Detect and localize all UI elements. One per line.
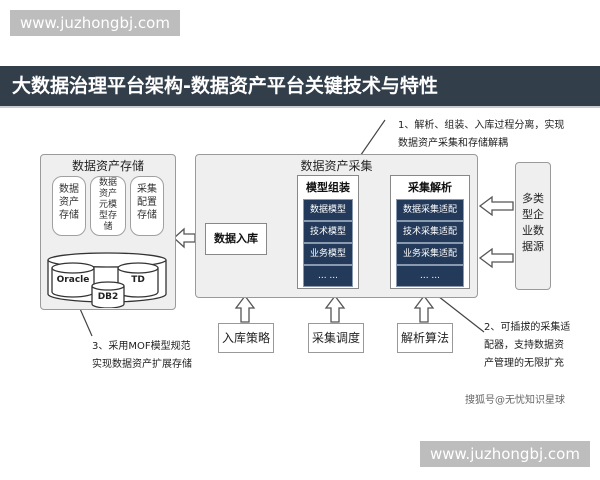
db-db2: DB2	[97, 292, 119, 302]
note-decoupling: 1、解析、组装、入库过程分离，实现 数据资产采集和存储解耦	[398, 120, 565, 149]
storage-module-config-label: 采集 配置 存储	[137, 184, 157, 221]
storage-title: 数据资产存储	[71, 159, 144, 173]
title-divider	[0, 106, 600, 108]
strategy-inbound-label: 入库策略	[221, 331, 270, 345]
storage-module-metamodel: 数据 资产 元模 型存 储	[90, 176, 126, 236]
parse-item-tech: 技术采集适配	[396, 221, 464, 243]
database-cluster	[47, 252, 167, 308]
collect-title: 数据资产采集	[300, 159, 373, 173]
note-mof-storage: 3、采用MOF模型规范 实现数据资产扩展存储	[92, 341, 192, 370]
model-item-data: 数据模型	[303, 199, 353, 221]
inbound-box: 数据入库	[205, 223, 267, 255]
watermark-bottom: www.juzhongbj.com	[420, 441, 590, 467]
parse-item-data: 数据采集适配	[396, 199, 464, 221]
arrow-source-2	[478, 247, 514, 269]
strategy-inbound: 入库策略	[218, 323, 274, 353]
storage-module-metamodel-label: 数据 资产 元模 型存 储	[98, 178, 117, 232]
arrow-strategy-3	[413, 294, 435, 323]
strategy-schedule-label: 采集调度	[311, 331, 360, 345]
arrow-strategy-2	[324, 294, 346, 323]
strategy-algorithm: 解析算法	[397, 323, 453, 353]
parse-item-business: 业务采集适配	[396, 243, 464, 265]
watermark-top: www.juzhongbj.com	[10, 10, 180, 36]
model-assembly-title: 模型组装	[306, 181, 350, 194]
arrow-source-1	[478, 195, 514, 217]
inbound-label: 数据入库	[214, 232, 258, 245]
data-sources-label: 多类 型企 业数 据源	[522, 192, 544, 253]
model-item-more: ... ...	[303, 265, 353, 287]
note-pluggable-adapters: 2、可插拔的采集适 配器，支持数据资 产管理的无限扩充	[484, 322, 571, 369]
storage-module-config: 采集 配置 存储	[130, 176, 164, 236]
strategy-algorithm-label: 解析算法	[400, 331, 449, 345]
db-td: TD	[131, 275, 145, 285]
source-credit: 搜狐号@无忧知识星球	[465, 395, 565, 406]
parse-item-more: ... ...	[396, 265, 464, 287]
page-title: 大数据治理平台架构-数据资产平台关键技术与特性	[0, 66, 600, 106]
data-sources-box: 多类 型企 业数 据源	[515, 162, 551, 290]
storage-module-asset: 数据 资产 存储	[52, 176, 86, 236]
collect-parse-title: 采集解析	[408, 181, 452, 194]
storage-module-asset-label: 数据 资产 存储	[59, 184, 79, 221]
arrow-to-storage	[173, 227, 196, 249]
arrow-strategy-1	[234, 294, 256, 323]
model-item-business: 业务模型	[303, 243, 353, 265]
db-oracle: Oracle	[56, 275, 90, 285]
model-item-tech: 技术模型	[303, 221, 353, 243]
strategy-schedule: 采集调度	[308, 323, 364, 353]
